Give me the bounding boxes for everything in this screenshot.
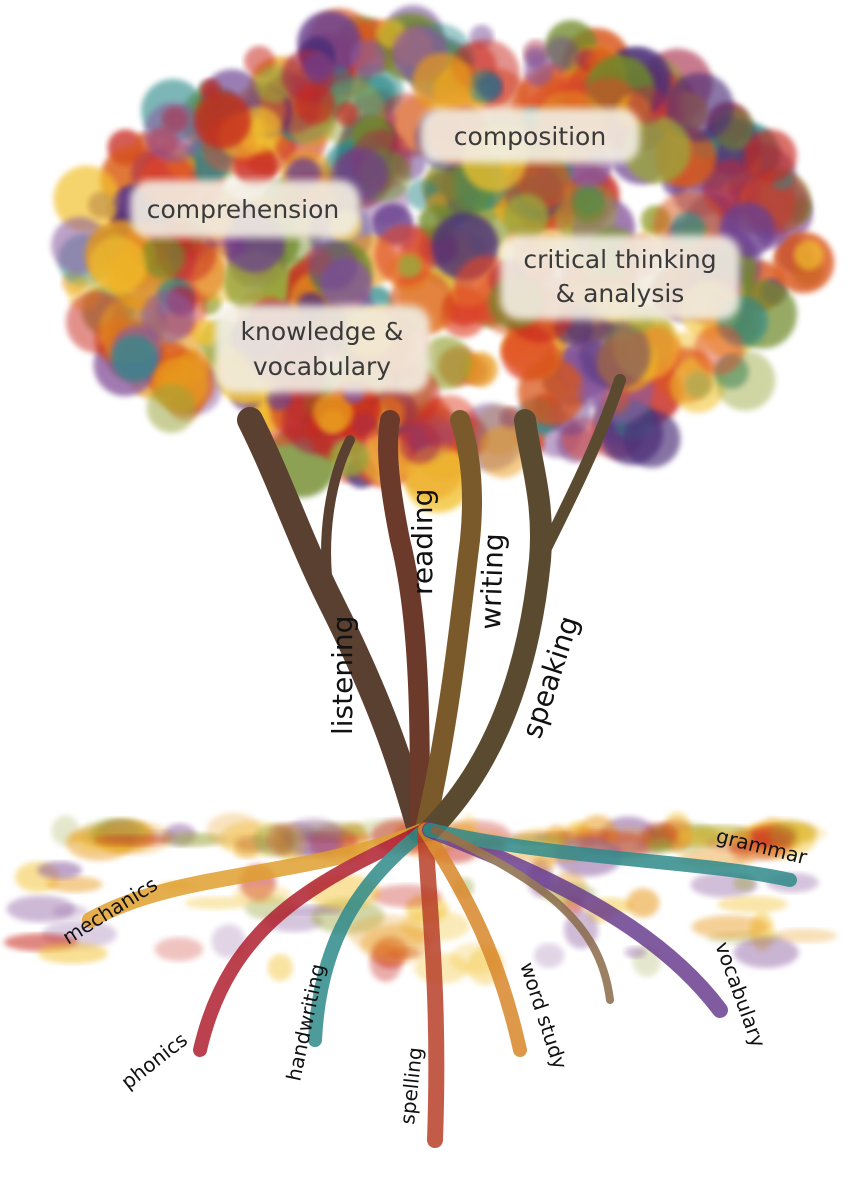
composition-box [420, 108, 640, 163]
knowledge-label-line1: knowledge & [241, 317, 404, 346]
canopy-paint-blob [399, 422, 441, 464]
ground-paint-blob [154, 937, 204, 962]
knowledge-vocabulary-box [215, 305, 430, 393]
canopy-paint-blob [303, 52, 333, 82]
canopy-paint-blob [146, 383, 196, 433]
knowledge-label-line2: vocabulary [253, 352, 391, 381]
canopy-paint-blob [144, 102, 205, 163]
canopy-paint-blob [412, 52, 473, 113]
canopy-paint-blob [398, 254, 422, 278]
canopy-paint-blob [111, 334, 159, 382]
ground-paint-blob [282, 818, 345, 856]
critical-thinking-label-line2: & analysis [556, 279, 685, 308]
canopy-paint-blob [693, 324, 744, 375]
ground-paint-blob [717, 895, 788, 913]
composition-label: composition [454, 122, 606, 151]
comprehension-box [130, 180, 360, 238]
ground-paint-blob [733, 937, 799, 969]
branch-label-writing: writing [474, 533, 510, 631]
canopy-paint-blob [141, 234, 186, 279]
ground-paint-blob [691, 915, 769, 939]
canopy-paint-blob [334, 102, 359, 126]
ground-paint-blob [184, 896, 250, 910]
ground-paint-blob [624, 946, 647, 959]
ground-paint-blob [46, 876, 103, 893]
branch-label-reading: reading [406, 489, 439, 595]
canopy-paint-blob [194, 91, 252, 149]
ground-paint-blob [93, 834, 170, 847]
critical-thinking-label-line1: critical thinking [523, 245, 716, 274]
canopy-paint-blob [579, 318, 651, 390]
ground-paint-blob [37, 942, 108, 964]
canopy-paint-blob [544, 36, 579, 71]
canopy-paint-blob [517, 358, 585, 426]
canopy-paint-blob [477, 426, 530, 478]
canopy-paint-blob [628, 86, 667, 125]
ground-paint-blob [234, 842, 259, 859]
ground-paint-blob [626, 888, 660, 918]
trunk-and-branches [237, 374, 626, 843]
ground-paint-blob [769, 823, 799, 846]
ground-paint-blob [772, 928, 838, 943]
canopy-paint-blob [793, 240, 824, 270]
ground-paint-blob [533, 943, 565, 968]
comprehension-label: comprehension [147, 195, 340, 224]
canopy-paint-blob [744, 129, 797, 182]
canopy-paint-blob [623, 410, 681, 468]
roots [82, 822, 797, 1148]
branch-label-listening: listening [326, 616, 359, 735]
canopy-paint-blob [539, 345, 563, 369]
canopy-paint-blob [192, 318, 220, 346]
canopy-paint-blob [307, 240, 358, 291]
ground-paint-blob [360, 924, 433, 964]
ground-paint-blob [267, 954, 294, 982]
canopy-label-boxes: composition comprehension critical think… [130, 108, 740, 393]
root-label-phonics: phonics [116, 1027, 192, 1093]
ground-paint-blob [648, 838, 674, 853]
canopy-paint-blob [89, 236, 147, 294]
canopy-paint-blob [294, 83, 336, 125]
canopy-paint-blob [351, 412, 376, 437]
canopy-paint-blob [503, 193, 549, 240]
canopy-paint-blob [141, 290, 195, 344]
canopy-paint-blob [53, 165, 120, 232]
canopy-paint-blob [623, 116, 691, 184]
canopy-paint-blob [571, 189, 606, 223]
canopy-paint-blob [349, 39, 387, 77]
ground-paint-blob [37, 861, 82, 880]
ground-paint-blob [232, 885, 292, 905]
canopy-paint-blob [664, 72, 734, 142]
ground-paint-blob [677, 826, 754, 848]
ground-paint-blob [267, 822, 294, 857]
ground-paint-blob [206, 812, 262, 849]
canopy-paint-blob [312, 392, 354, 433]
critical-thinking-box [500, 235, 740, 320]
root-label-spelling: spelling [395, 1046, 427, 1126]
canopy-paint-blob [524, 57, 554, 87]
canopy-paint-blob [467, 69, 501, 104]
ground-paint-blob [6, 895, 76, 923]
